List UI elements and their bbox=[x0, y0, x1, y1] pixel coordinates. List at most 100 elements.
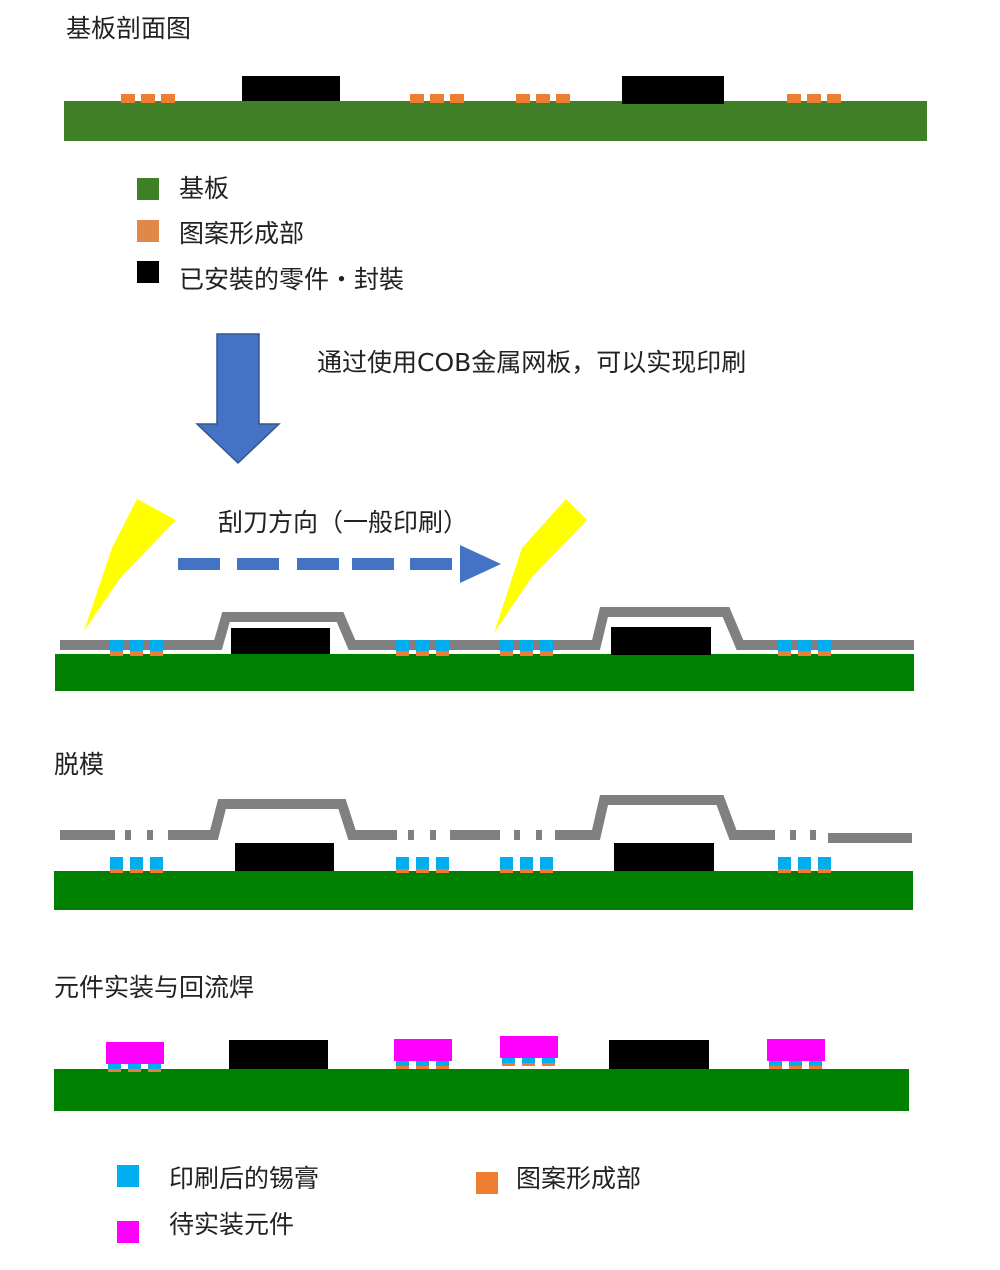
mounted-component bbox=[231, 628, 330, 654]
solder-paste bbox=[798, 640, 811, 651]
pattern-pad bbox=[500, 651, 513, 656]
mounted-component bbox=[235, 843, 334, 871]
pattern-pad bbox=[502, 1063, 515, 1066]
solder-paste bbox=[520, 640, 533, 651]
substrate bbox=[54, 871, 913, 910]
pattern-pad bbox=[436, 869, 449, 873]
stencil bbox=[60, 830, 115, 840]
solder-paste bbox=[502, 1058, 515, 1064]
legend-swatch-substrate bbox=[137, 178, 159, 200]
pattern-pad bbox=[500, 869, 513, 873]
pattern-pad bbox=[410, 94, 424, 103]
pattern-pad bbox=[778, 869, 791, 873]
legend-swatch-pattern bbox=[137, 220, 159, 242]
solder-paste bbox=[128, 1064, 141, 1070]
direction-arrow-dash bbox=[410, 558, 452, 570]
stencil-web bbox=[536, 830, 542, 840]
solder-paste bbox=[110, 640, 123, 651]
direction-arrow-dash bbox=[237, 558, 279, 570]
direction-arrow-dash bbox=[297, 558, 339, 570]
pattern-pad bbox=[778, 651, 791, 656]
solder-paste bbox=[436, 1061, 449, 1067]
solder-paste bbox=[416, 1061, 429, 1067]
stencil-web bbox=[790, 830, 796, 840]
mounted-component bbox=[614, 843, 714, 871]
pattern-pad bbox=[818, 651, 831, 656]
solder-paste bbox=[150, 640, 163, 651]
direction-arrow-dash bbox=[178, 558, 220, 570]
pattern-pad bbox=[540, 651, 553, 656]
pattern-pad bbox=[416, 651, 429, 656]
pattern-pad bbox=[161, 94, 175, 103]
solder-paste bbox=[110, 857, 123, 869]
pattern-pad bbox=[789, 1066, 802, 1069]
pattern-pad bbox=[520, 651, 533, 656]
solder-paste bbox=[540, 857, 553, 869]
mounted-component bbox=[229, 1040, 328, 1069]
part-to-mount bbox=[394, 1039, 452, 1061]
stencil bbox=[168, 799, 397, 840]
solder-paste bbox=[500, 857, 513, 869]
legend-label-paste: 印刷后的锡膏 bbox=[169, 1164, 320, 1193]
pattern-pad bbox=[416, 1066, 429, 1069]
pattern-pad bbox=[110, 869, 123, 873]
legend-label-part: 待实装元件 bbox=[169, 1210, 295, 1239]
solder-paste bbox=[778, 640, 791, 651]
pattern-pad bbox=[436, 651, 449, 656]
mounted-component bbox=[242, 76, 340, 101]
stencil-web bbox=[147, 830, 153, 840]
stencil-web bbox=[514, 830, 520, 840]
stencil-web bbox=[408, 830, 414, 840]
solder-paste bbox=[416, 640, 429, 651]
stencil bbox=[555, 795, 775, 840]
pattern-pad bbox=[798, 651, 811, 656]
pattern-pad bbox=[108, 1069, 121, 1072]
stencil-web bbox=[810, 830, 816, 840]
part-to-mount bbox=[500, 1036, 558, 1058]
pattern-pad bbox=[809, 1066, 822, 1069]
solder-paste bbox=[130, 640, 143, 651]
legend-label-substrate: 基板 bbox=[179, 174, 230, 203]
pattern-pad bbox=[516, 94, 530, 103]
solder-paste bbox=[809, 1061, 822, 1067]
mount-reflow-title: 元件实装与回流焊 bbox=[54, 973, 255, 1002]
solder-paste bbox=[108, 1064, 121, 1070]
direction-arrow-head bbox=[460, 545, 501, 583]
legend-label-component: 已安裝的零件・封裝 bbox=[179, 265, 405, 294]
solder-paste bbox=[769, 1061, 782, 1067]
squeegee-direction-label: 刮刀方向（一般印刷） bbox=[218, 508, 469, 537]
legend-swatch-paste bbox=[117, 1165, 139, 1187]
solder-paste bbox=[778, 857, 791, 869]
pattern-pad bbox=[542, 1063, 555, 1066]
solder-paste bbox=[520, 857, 533, 869]
solder-paste bbox=[542, 1058, 555, 1064]
pattern-pad bbox=[769, 1066, 782, 1069]
solder-paste bbox=[436, 640, 449, 651]
part-to-mount bbox=[106, 1042, 164, 1064]
solder-paste bbox=[150, 857, 163, 869]
solder-paste bbox=[500, 640, 513, 651]
solder-paste bbox=[396, 640, 409, 651]
pattern-pad bbox=[416, 869, 429, 873]
squeegee-blade bbox=[84, 499, 176, 631]
substrate bbox=[55, 654, 914, 691]
pattern-pad bbox=[130, 651, 143, 656]
solder-paste bbox=[818, 640, 831, 651]
down-arrow bbox=[197, 334, 279, 463]
legend-label-pattern-2: 图案形成部 bbox=[516, 1164, 642, 1193]
stencil bbox=[60, 607, 914, 650]
solder-paste bbox=[130, 857, 143, 869]
squeegee-blade bbox=[494, 499, 587, 633]
pattern-pad bbox=[430, 94, 444, 103]
solder-paste bbox=[416, 857, 429, 869]
solder-paste bbox=[148, 1064, 161, 1070]
mounted-component bbox=[611, 627, 711, 655]
cob-note: 通过使用COB金属网板，可以实现印刷 bbox=[317, 348, 747, 377]
pattern-pad bbox=[396, 869, 409, 873]
stencil-web bbox=[125, 830, 131, 840]
substrate bbox=[64, 101, 927, 141]
legend-swatch-component bbox=[137, 261, 159, 283]
demold-title: 脱模 bbox=[54, 750, 105, 779]
pattern-pad bbox=[827, 94, 841, 103]
